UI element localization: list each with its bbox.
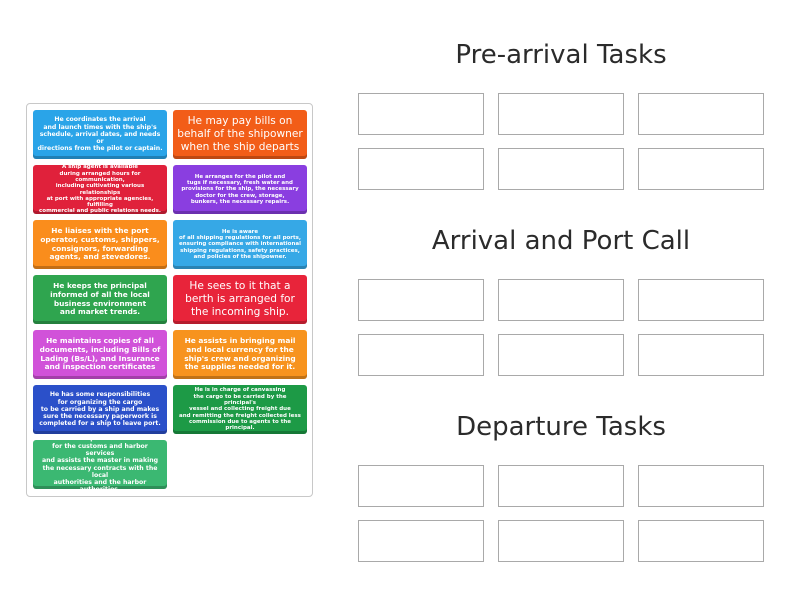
drop-slot[interactable] [358, 465, 484, 507]
card-text: He assists in bringing mail and local cu… [184, 335, 296, 372]
card-text: He arranges for the pilot and tugs if ne… [181, 173, 299, 205]
card-text: He may pay bills on behalf of the shipow… [177, 115, 303, 153]
card-pay-bills[interactable]: He may pay bills on behalf of the shipow… [173, 110, 307, 159]
card-ship-agent-available[interactable]: A ship agent is available during arrange… [33, 165, 167, 214]
drop-slot[interactable] [638, 520, 764, 562]
card-organizing-cargo[interactable]: He has some responsibilities for organiz… [33, 385, 167, 434]
category-title-departure: Departure Tasks [456, 412, 666, 442]
card-aware-regulations[interactable]: He is aware of all shipping regulations … [173, 220, 307, 269]
card-canvassing-cargo[interactable]: He is in charge of canvassing the cargo … [173, 385, 307, 434]
drop-slot[interactable] [638, 334, 764, 376]
drop-slot[interactable] [358, 279, 484, 321]
card-coordinates-arrival[interactable]: He coordinates the arrival and launch ti… [33, 110, 167, 159]
card-liaises-port-operator[interactable]: He liaises with the port operator, custo… [33, 220, 167, 269]
card-text: A ship agent is available during arrange… [39, 165, 161, 214]
drop-slot[interactable] [498, 279, 624, 321]
drop-slot[interactable] [498, 93, 624, 135]
drop-slot[interactable] [498, 334, 624, 376]
card-draws-up-documents[interactable]: He draws up the documents for the custom… [33, 440, 167, 489]
drop-slot[interactable] [498, 520, 624, 562]
card-text: He maintains copies of all documents, in… [39, 335, 161, 372]
drop-slot[interactable] [358, 93, 484, 135]
card-maintains-copies[interactable]: He maintains copies of all documents, in… [33, 330, 167, 379]
card-text: He liaises with the port operator, custo… [40, 225, 160, 262]
category-title-pre-arrival: Pre-arrival Tasks [455, 40, 667, 70]
category-title-arrival-port-call: Arrival and Port Call [431, 226, 691, 256]
drop-slot[interactable] [638, 148, 764, 190]
card-text: He is aware of all shipping regulations … [179, 228, 301, 260]
card-keeps-principal-informed[interactable]: He keeps the principal informed of all t… [33, 275, 167, 324]
drop-slot[interactable] [638, 93, 764, 135]
card-text: He coordinates the arrival and launch ti… [37, 116, 163, 153]
drop-slot[interactable] [358, 334, 484, 376]
drop-slot[interactable] [638, 279, 764, 321]
card-text: He is in charge of canvassing the cargo … [179, 387, 301, 432]
card-text: He sees to it that a berth is arranged f… [185, 280, 295, 318]
card-text: He draws up the documents for the custom… [41, 440, 159, 489]
card-arranges-pilot-tugs[interactable]: He arranges for the pilot and tugs if ne… [173, 165, 307, 214]
card-tray: He coordinates the arrival and launch ti… [26, 103, 313, 497]
drop-slot[interactable] [498, 465, 624, 507]
card-text: He keeps the principal informed of all t… [50, 280, 150, 317]
drop-slot[interactable] [498, 148, 624, 190]
drop-slot[interactable] [358, 520, 484, 562]
drop-slot[interactable] [358, 148, 484, 190]
card-text: He has some responsibilities for organiz… [39, 391, 161, 428]
card-berth-arranged[interactable]: He sees to it that a berth is arranged f… [173, 275, 307, 324]
card-assists-mail-currency[interactable]: He assists in bringing mail and local cu… [173, 330, 307, 379]
drop-slot[interactable] [638, 465, 764, 507]
